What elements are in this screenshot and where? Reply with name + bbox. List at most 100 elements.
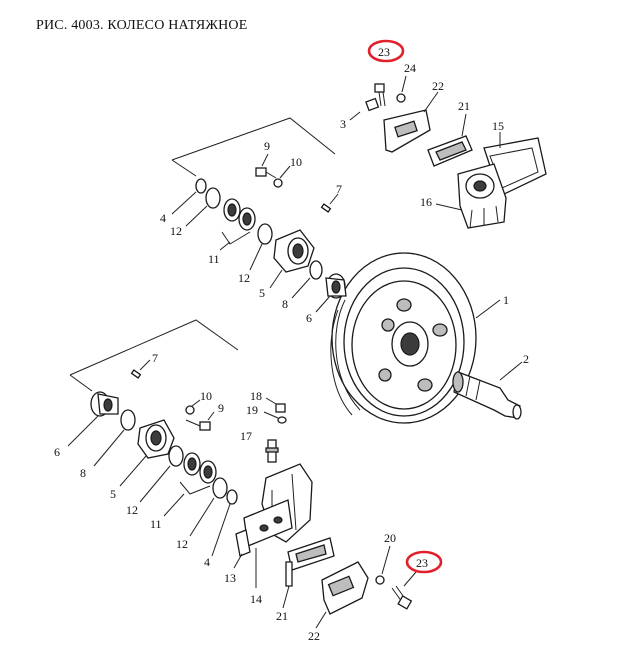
label-12-top-a: 12 bbox=[170, 224, 182, 238]
leader-16 bbox=[435, 203, 463, 211]
washer-part-10-top bbox=[273, 178, 283, 188]
label-3: 3 bbox=[340, 117, 346, 131]
label-9-top: 9 bbox=[264, 139, 270, 153]
leader-6-top bbox=[315, 295, 331, 313]
label-12-bot-a: 12 bbox=[126, 503, 138, 517]
idler-wheel-part-1 bbox=[330, 252, 477, 424]
label-5-top: 5 bbox=[259, 286, 265, 300]
label-10-top: 10 bbox=[290, 155, 302, 169]
o-ring-part-8-bot bbox=[120, 409, 136, 431]
washer-part-20 bbox=[375, 575, 385, 585]
label-11-bot: 11 bbox=[150, 517, 162, 531]
leader-21-bot bbox=[282, 585, 290, 609]
leader-4-bot bbox=[211, 503, 231, 557]
label-15: 15 bbox=[492, 119, 504, 133]
assembly-bracket-top bbox=[171, 117, 336, 177]
label-12-bot-b: 12 bbox=[176, 537, 188, 551]
leader-7-bot bbox=[139, 359, 151, 371]
leader-5-bot bbox=[119, 455, 147, 487]
leader-2 bbox=[499, 361, 523, 381]
leader-19 bbox=[263, 411, 279, 419]
bolt-part-9-bot bbox=[185, 419, 211, 431]
bolt-part-23-bot bbox=[391, 585, 413, 610]
label-23-top: 23 bbox=[378, 45, 390, 59]
pin-part-7-bot bbox=[130, 369, 142, 379]
bushing-part-6-bot bbox=[90, 391, 119, 417]
washer-part-24 bbox=[396, 93, 406, 103]
nut-part-3 bbox=[349, 97, 380, 121]
o-ring-part-4-bot bbox=[226, 489, 238, 505]
plate-part-14 bbox=[235, 499, 293, 557]
label-24: 24 bbox=[404, 61, 416, 75]
washer-part-10-bot bbox=[185, 405, 195, 415]
leader-4-top bbox=[171, 191, 197, 215]
label-21-bot: 21 bbox=[276, 609, 288, 623]
label-7-top: 7 bbox=[336, 182, 342, 196]
pin-part-7-top bbox=[320, 203, 332, 213]
leader-8-top bbox=[291, 277, 311, 299]
label-8-top: 8 bbox=[282, 297, 288, 311]
leader-8-bot bbox=[93, 429, 125, 467]
leader-7-top bbox=[329, 193, 339, 205]
plate-part-21-bot bbox=[285, 537, 335, 587]
collar-part-5-top bbox=[273, 229, 315, 273]
assembly-bracket-bottom bbox=[69, 319, 239, 392]
housing-part-16 bbox=[457, 163, 507, 229]
leader-1 bbox=[475, 299, 501, 319]
o-ring-part-4-top bbox=[195, 178, 207, 194]
ring-part-12-bot-b bbox=[212, 477, 228, 499]
leader-22-bot bbox=[315, 611, 327, 629]
label-21-top: 21 bbox=[458, 99, 470, 113]
label-4-top: 4 bbox=[160, 211, 166, 225]
leader-5-top bbox=[269, 269, 283, 289]
label-19: 19 bbox=[246, 403, 258, 417]
leader-24 bbox=[401, 75, 407, 93]
label-14: 14 bbox=[250, 592, 262, 606]
label-22-bot: 22 bbox=[308, 629, 320, 643]
label-6-top: 6 bbox=[306, 311, 312, 325]
leader-12-top-a bbox=[185, 205, 208, 227]
collar-part-5-bot bbox=[137, 419, 175, 459]
label-11-top: 11 bbox=[208, 252, 220, 266]
label-8-bot: 8 bbox=[80, 466, 86, 480]
leader-6-bot bbox=[67, 415, 99, 447]
label-18: 18 bbox=[250, 389, 262, 403]
label-22-top: 22 bbox=[432, 79, 444, 93]
label-9-bot: 9 bbox=[218, 401, 224, 415]
bushing-part-6-top bbox=[325, 273, 347, 299]
label-20: 20 bbox=[384, 531, 396, 545]
seal-part-11-bot bbox=[179, 452, 217, 495]
label-17: 17 bbox=[240, 429, 252, 443]
label-12-top-b: 12 bbox=[238, 271, 250, 285]
label-4-bot: 4 bbox=[204, 555, 210, 569]
washer-part-19 bbox=[277, 416, 287, 424]
o-ring-part-8-top bbox=[309, 260, 323, 280]
label-1: 1 bbox=[503, 293, 509, 307]
leader-12-bot-b bbox=[189, 497, 215, 537]
bolt-part-23-top bbox=[374, 83, 386, 107]
leader-21-top bbox=[461, 113, 467, 137]
leader-9-bot bbox=[207, 411, 215, 421]
ring-part-12-top-a bbox=[205, 187, 221, 209]
bracket-part-22-top bbox=[383, 109, 431, 153]
nut-part-18 bbox=[275, 403, 286, 413]
highlight-circle-bottom bbox=[405, 550, 443, 574]
shaft-part-2 bbox=[452, 371, 522, 420]
bracket-part-22-bot bbox=[321, 561, 369, 615]
ring-part-12-bot-a bbox=[168, 445, 184, 467]
label-10-bot: 10 bbox=[200, 389, 212, 403]
leader-18 bbox=[265, 397, 277, 405]
leader-9-top bbox=[261, 153, 269, 167]
leader-22-top bbox=[423, 91, 439, 113]
label-13: 13 bbox=[224, 571, 236, 585]
leader-12-top-b bbox=[249, 243, 263, 271]
leader-10-bot bbox=[191, 399, 201, 407]
seal-part-11-top bbox=[221, 198, 256, 245]
leader-23-bot bbox=[403, 571, 417, 587]
leader-11-top bbox=[219, 241, 231, 251]
highlight-circle-top bbox=[367, 39, 405, 63]
bolt-part-9-top bbox=[255, 167, 277, 179]
label-2: 2 bbox=[523, 352, 529, 366]
fitting-part-17 bbox=[265, 439, 279, 463]
